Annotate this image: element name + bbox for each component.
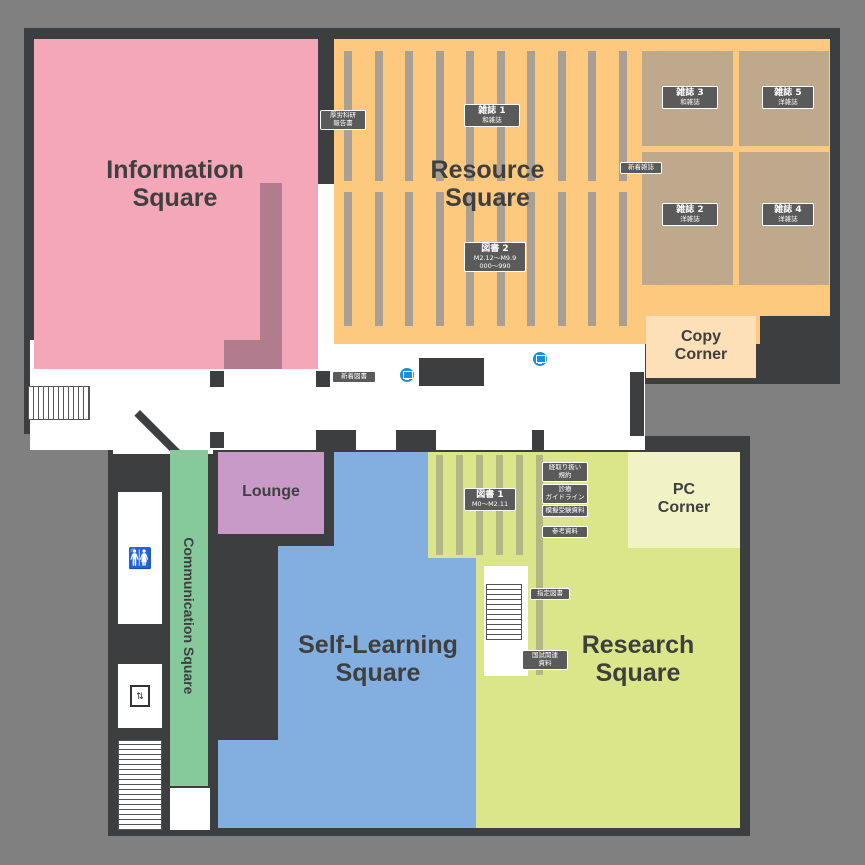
- restroom-room: 🚻: [118, 492, 162, 624]
- bookshelf: [536, 455, 543, 675]
- copy-corner-zone[interactable]: [646, 316, 756, 378]
- elevator-room: ⇅: [118, 664, 162, 728]
- bookshelf: [436, 192, 444, 326]
- pc-corner-label: PC Corner: [657, 481, 711, 516]
- bookshelf: [619, 192, 627, 326]
- restroom-icon: 🚻: [127, 547, 153, 570]
- magazine-room-divider-v: [733, 51, 739, 285]
- copy-corner-label: Copy Corner: [674, 328, 728, 363]
- bookshelf: [405, 51, 413, 181]
- copy-corner-wall: [760, 316, 840, 384]
- magazine-room-divider-h: [642, 146, 829, 152]
- bookshelf: [436, 51, 444, 181]
- tag-practice-guidelines: 診療 ガイドライン: [542, 484, 588, 504]
- bookshelf: [527, 51, 535, 181]
- bookshelf: [588, 51, 596, 181]
- self-learning-notch: [418, 452, 428, 568]
- info-desk: [419, 358, 484, 386]
- communication-square-label: Communication Square: [180, 537, 197, 695]
- tag-exam-materials: 模擬受験資料: [542, 505, 588, 517]
- information-square-counter: [260, 183, 282, 369]
- tag-new-books: 新着図書: [332, 371, 376, 383]
- bookshelf: [436, 455, 443, 555]
- tag-designated-books: 指定図書: [530, 588, 570, 600]
- bookshelf: [516, 455, 523, 555]
- lounge-zone[interactable]: [218, 452, 324, 534]
- information-square-label: Information Square: [106, 156, 244, 212]
- resource-square-label: Resource Square: [430, 156, 545, 212]
- communication-square-zone[interactable]: [170, 450, 208, 786]
- elevator-icon: ⇅: [130, 685, 150, 707]
- pillar: [316, 430, 356, 450]
- self-learning-square-label: Self-Learning Square: [298, 631, 458, 687]
- pillar: [210, 371, 224, 387]
- pillar: [396, 430, 436, 450]
- tag-new-magazines: 新着雑誌: [620, 162, 662, 174]
- tag-national-exam-materials: 国試関連 資料: [522, 650, 568, 670]
- corridor-southwest: [170, 788, 210, 830]
- lounge-label: Lounge: [242, 483, 300, 500]
- information-square-counter-base: [224, 340, 282, 369]
- bookshelf: [344, 192, 352, 326]
- bookshelf: [375, 51, 383, 181]
- pillar: [210, 432, 224, 448]
- research-square-label: Research Square: [581, 631, 695, 687]
- pillar: [316, 371, 330, 387]
- outer-gray-notch: [636, 386, 865, 436]
- tag-ministry-reports: 厚労科研 報告書: [320, 110, 366, 130]
- tag-reference-materials: 参考資料: [542, 526, 588, 538]
- pc-icon[interactable]: [398, 366, 416, 384]
- pc-corner-zone[interactable]: [628, 452, 740, 548]
- bookshelf: [375, 192, 383, 326]
- tag-handling-guide: 経取り扱い 規約: [542, 462, 588, 482]
- bookshelf: [588, 192, 596, 326]
- stairs-west: [28, 386, 90, 420]
- pillar: [630, 372, 644, 436]
- bookshelf: [527, 192, 535, 326]
- bookshelf: [558, 192, 566, 326]
- stairs-southwest: [118, 740, 162, 830]
- bookshelf: [558, 51, 566, 181]
- pillar: [532, 430, 544, 450]
- bookshelf: [405, 192, 413, 326]
- self-learning-square-zone-bottom[interactable]: [218, 740, 476, 828]
- bookshelf: [456, 455, 463, 555]
- bookshelf: [619, 51, 627, 181]
- pc-icon[interactable]: [531, 350, 549, 368]
- stairs-research: [486, 584, 522, 640]
